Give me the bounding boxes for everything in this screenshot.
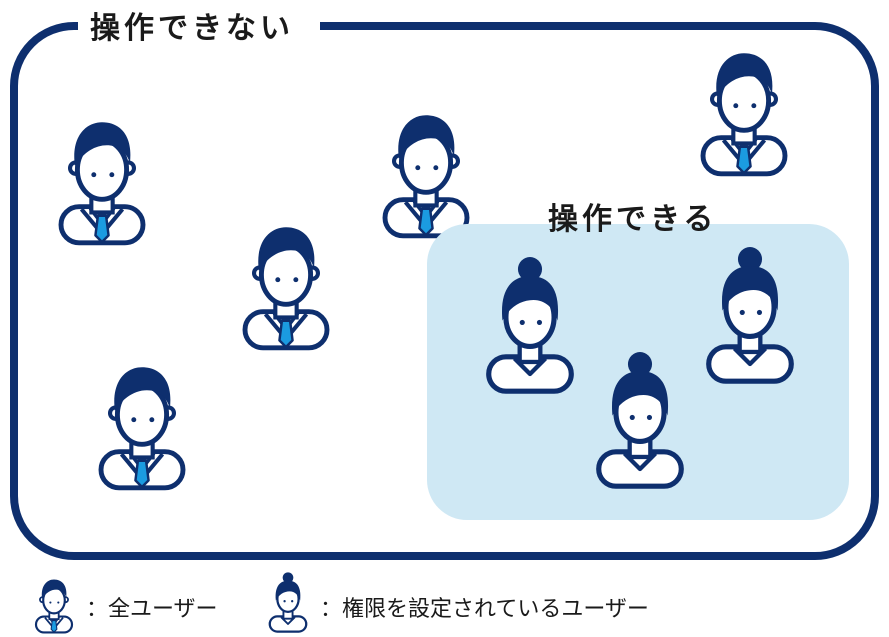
legend-male-user-icon [34,578,74,634]
legend: ：全ユーザー ：権限を設定されているユーザー [34,571,649,634]
legend-permitted-users-label: ：権限を設定されているユーザー [320,597,649,622]
outer-group-label: 操作できない [90,11,294,46]
legend-all-users-label: ：全ユーザー [86,597,218,622]
legend-female-user-icon [268,571,308,633]
inner-group-label: 操作できる [548,202,717,237]
outer-label-backdrop [78,6,320,46]
